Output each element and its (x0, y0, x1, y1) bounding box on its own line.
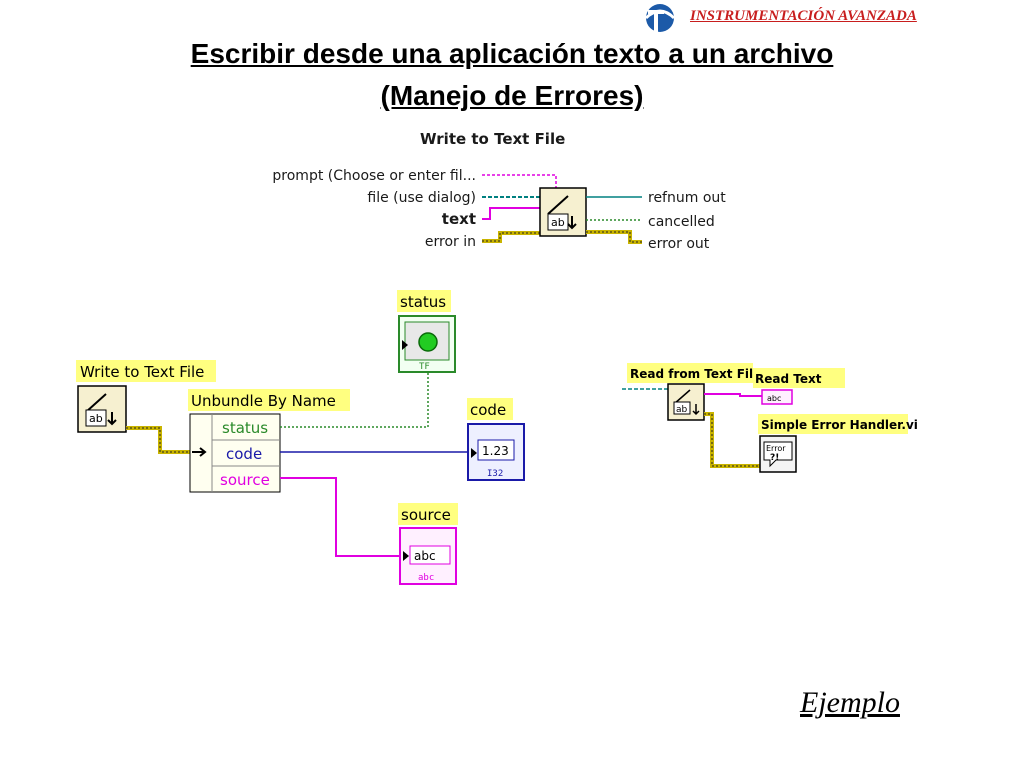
write-node-outputs: refnum out cancelled error out (648, 190, 726, 252)
code-label: code (470, 401, 506, 419)
status-label: status (400, 293, 446, 311)
output-label-error-out: error out (648, 236, 710, 252)
unbundle-item-code: code (226, 445, 262, 463)
code-label-box (467, 398, 513, 420)
write-to-text-file-node[interactable]: ab (539, 187, 587, 237)
course-title: INSTRUMENTACIÓN AVANZADA (690, 8, 917, 24)
page-title-line-1: Escribir desde una aplicación texto a un… (190, 38, 834, 69)
unbundle-by-name-node[interactable]: status code source (189, 413, 281, 493)
read-text-label: Read Text (755, 372, 822, 386)
read-node-icon-text: ab (676, 405, 688, 415)
code-terminal-type: I32 (487, 469, 503, 479)
unbundle-label-box (188, 389, 350, 411)
code-indicator[interactable]: 1.23 I32 (467, 423, 525, 481)
read-text-label-box (753, 368, 845, 388)
write-label: Write to Text File (80, 363, 204, 381)
source-terminal-type: abc (418, 573, 434, 583)
handler-icon-line-2: ?! (770, 453, 779, 463)
read-label-box (627, 363, 753, 383)
page-title-line-2: (Manejo de Errores) (380, 80, 644, 111)
write-node-inputs: prompt (Choose or enter fil... file (use… (272, 168, 476, 250)
read-text-terminal-type: abc (767, 394, 781, 403)
error-in-wire-overlay (482, 232, 540, 242)
output-label-cancelled: cancelled (648, 214, 715, 230)
faculty-logo (644, 4, 676, 32)
code-indicator-value: 1.23 (482, 444, 509, 458)
write-to-text-file-node-left[interactable]: ab (77, 385, 127, 433)
input-label-text: text (442, 210, 476, 228)
source-label-box (398, 503, 458, 525)
input-label-prompt: prompt (Choose or enter fil... (272, 168, 476, 184)
led-icon (418, 332, 438, 352)
source-indicator-value: abc (414, 549, 436, 563)
write-label-box (76, 360, 216, 382)
node-icon-text: ab (551, 216, 565, 229)
unbundle-label: Unbundle By Name (191, 392, 336, 410)
read-error-wire-overlay (704, 413, 760, 467)
status-terminal-type: TF (419, 362, 430, 372)
unbundle-item-status: status (222, 419, 268, 437)
text-wire (482, 207, 540, 220)
example-caption: Ejemplo (800, 686, 900, 719)
handler-label: Simple Error Handler.vi (761, 418, 918, 432)
error-cluster-wire (126, 426, 190, 454)
handler-label-box (758, 414, 908, 434)
input-label-file: file (use dialog) (367, 190, 476, 206)
prompt-wire (482, 174, 557, 192)
unbundle-item-source: source (220, 471, 270, 489)
source-label: source (401, 506, 451, 524)
read-from-text-file-node[interactable]: ab (667, 383, 705, 421)
error-out-wire (586, 230, 642, 244)
read-text-wire (704, 393, 762, 397)
write-node-title: Write to Text File (420, 130, 565, 148)
error-cluster-wire-overlay (126, 427, 190, 453)
node-icon-text-left: ab (89, 412, 103, 425)
status-indicator[interactable]: TF (398, 315, 456, 373)
read-label: Read from Text File (630, 367, 761, 381)
input-label-error-in: error in (425, 234, 476, 250)
error-in-wire (482, 231, 540, 243)
status-wire (280, 372, 429, 428)
handler-icon-line-1: Error (766, 444, 786, 453)
source-indicator[interactable]: abc abc (399, 527, 457, 585)
simple-error-handler-node[interactable]: Error ?! (759, 435, 797, 473)
error-out-wire-overlay (586, 231, 642, 243)
status-label-box (397, 290, 451, 312)
output-label-refnum: refnum out (648, 190, 726, 206)
read-text-indicator[interactable]: abc (761, 389, 793, 405)
source-wire (280, 477, 404, 557)
